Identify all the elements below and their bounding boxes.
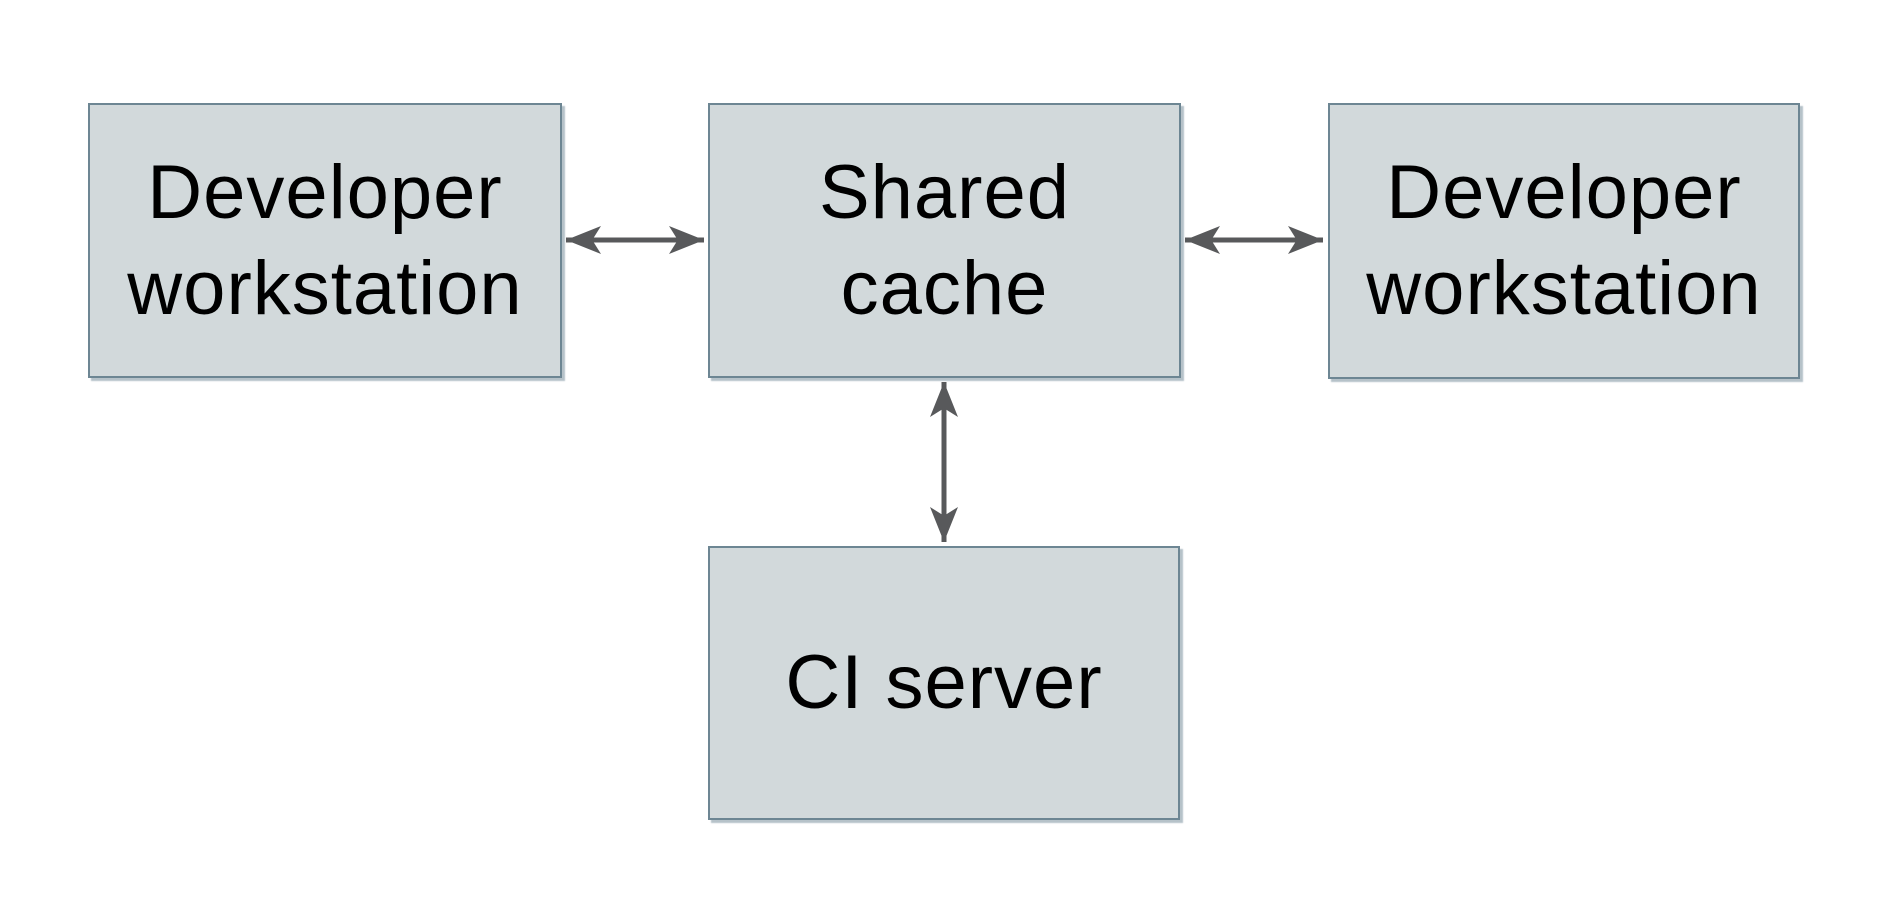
- node-shared-cache: Shared cache: [708, 103, 1181, 378]
- node-developer-workstation-left: Developer workstation: [88, 103, 562, 378]
- node-label: CI server: [785, 640, 1103, 725]
- node-label: Developer workstation: [127, 149, 523, 331]
- node-label: Shared cache: [818, 149, 1071, 331]
- node-ci-server: CI server: [708, 546, 1180, 820]
- node-label: Developer workstation: [1366, 150, 1762, 331]
- node-developer-workstation-right: Developer workstation: [1328, 103, 1800, 379]
